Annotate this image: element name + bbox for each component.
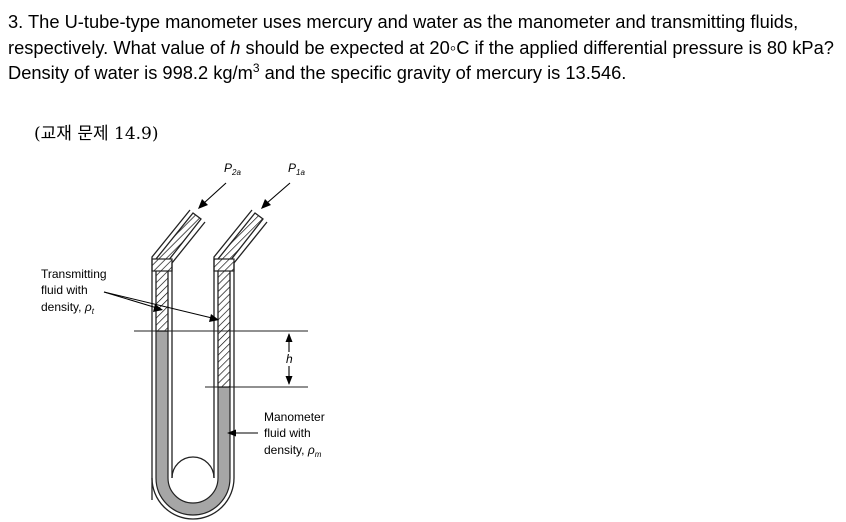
right-transmitting-fluid [217,212,264,388]
manometer-label-line2: fluid with [264,426,311,440]
mercury-column [155,330,231,516]
problem-text-part2: should be expected at 20◦C if the applie… [8,36,834,84]
transmit-pointer-left [103,291,158,309]
right-tube-joint [213,258,235,272]
left-tube-joint [151,258,173,272]
transmitting-label-line2: fluid with [41,283,88,297]
p2a-label: P2a [224,161,241,177]
cubic-superscript: 3 [252,60,260,75]
p1a-arrow-head-icon [261,199,271,209]
problem-text-part1: The U-tube-type manometer uses mercury a… [8,11,799,58]
problem-number: 3. [8,11,24,32]
left-tube-outer-wall [151,209,191,500]
transmit-pointer-right [103,291,213,319]
h-arrow-up-icon [285,333,293,342]
manometer-figure: h P2a P1a Transmitting fluid with densit… [41,161,325,520]
manometer-label-line3: density, ρm [264,443,322,459]
transmit-pointer-right-head-icon [209,314,219,322]
transmitting-label-line1: Transmitting [41,267,107,281]
u-bend-outer [151,477,235,520]
variable-h: h [230,36,241,58]
p2a-arrow-head-icon [198,199,208,209]
left-tube-inner-wall [171,221,206,478]
p2a-arrow-line [203,182,227,204]
transmit-pointer-left-head-icon [153,304,163,312]
transmitting-label-line3: density, ρt [41,300,95,316]
p1a-label: P1a [288,161,305,177]
right-tube-outer-wall [213,209,253,478]
manometer-label-line1: Manometer [264,410,325,424]
u-bend-inner [171,456,215,479]
h-label: h [286,352,293,366]
problem-statement: 3. The U-tube-type manometer uses mercur… [8,9,838,86]
textbook-reference: (교재 문제 14.9) [34,124,159,144]
p1a-arrow-line [266,182,291,204]
manometer-pointer-head-icon [227,429,236,437]
right-tube-inner-wall [233,221,268,478]
h-arrow-down-icon [285,376,293,385]
problem-text-part3: and the specific gravity of mercury is 1… [259,62,627,83]
